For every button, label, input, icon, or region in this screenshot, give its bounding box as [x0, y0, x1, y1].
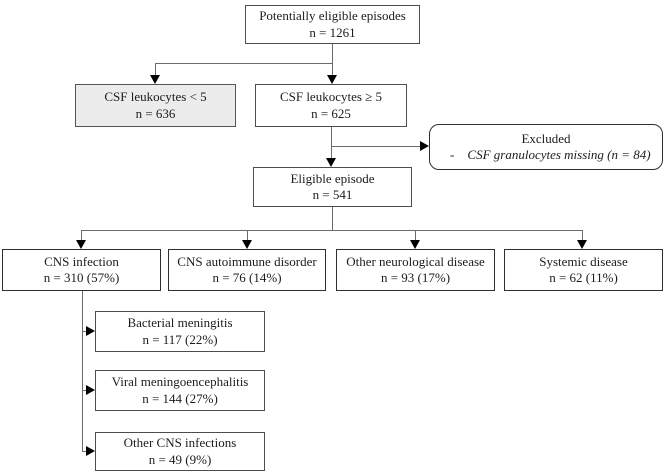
node-count: n = 310 (57%): [43, 270, 120, 285]
node-bacterial-meningitis: Bacterial meningitis n = 117 (22%): [95, 311, 265, 352]
connector-line: [415, 230, 416, 241]
connector-line: [331, 146, 420, 147]
arrowhead-down-icon: [326, 158, 336, 167]
node-count: n = 62 (11%): [549, 270, 618, 285]
arrowhead-right-icon: [86, 446, 95, 456]
bullet-dash: -: [450, 147, 455, 162]
arrowhead-down-icon: [327, 75, 337, 84]
node-count: n = 541: [312, 187, 353, 202]
node-count: n = 117 (22%): [142, 331, 218, 347]
node-label: Systemic disease: [539, 253, 628, 269]
arrowhead-down-icon: [577, 240, 587, 249]
node-label: Other neurological disease: [346, 253, 485, 269]
node-label: CNS infection: [44, 253, 119, 269]
excluded-item-row: - CSF granulocytes missing (n = 84): [430, 147, 662, 164]
node-count: n = 49 (9%): [148, 451, 212, 467]
connector-line: [155, 63, 333, 64]
arrowhead-down-icon: [410, 240, 420, 249]
node-count: n = 636: [135, 105, 176, 121]
arrowhead-right-icon: [420, 141, 429, 151]
connector-line: [582, 230, 583, 241]
node-eligible-episode: Eligible episode n = 541: [253, 167, 412, 207]
node-label: Other CNS infections: [123, 435, 237, 450]
connector-line: [81, 230, 582, 231]
arrowhead-down-icon: [150, 75, 160, 84]
connector-line: [332, 207, 333, 230]
node-potentially-eligible-episodes: Potentially eligible episodes n = 1261: [245, 5, 420, 44]
node-other-neurological-disease: Other neurological disease n = 93 (17%): [336, 249, 495, 291]
node-csf-leukocytes-lt5: CSF leukocytes < 5 n = 636: [75, 84, 236, 127]
connector-line: [82, 390, 87, 391]
node-cns-autoimmune-disorder: CNS autoimmune disorder n = 76 (14%): [168, 249, 326, 291]
node-label: Excluded: [521, 130, 571, 146]
node-count: n = 144 (27%): [142, 390, 218, 406]
connector-line: [331, 127, 332, 158]
connector-line: [81, 230, 82, 241]
connector-line: [332, 63, 333, 76]
node-label: Potentially eligible episodes: [259, 8, 406, 23]
node-excluded: Excluded - CSF granulocytes missing (n =…: [429, 124, 663, 170]
arrowhead-down-icon: [76, 240, 86, 249]
node-label: Bacterial meningitis: [127, 315, 233, 330]
node-label: Viral meningoencephalitis: [111, 374, 249, 389]
arrowhead-right-icon: [86, 326, 95, 336]
node-label: CNS autoimmune disorder: [177, 253, 317, 269]
excluded-reason: CSF granulocytes missing (n = 84): [467, 147, 651, 162]
node-count: n = 93 (17%): [380, 270, 451, 285]
connector-line: [155, 63, 156, 76]
connector-line: [82, 451, 87, 452]
arrowhead-down-icon: [242, 240, 252, 249]
connector-line: [82, 331, 87, 332]
node-count: n = 76 (14%): [212, 270, 282, 285]
connector-line: [82, 291, 83, 452]
connector-line: [332, 44, 333, 64]
arrowhead-right-icon: [86, 385, 95, 395]
node-viral-meningoencephalitis: Viral meningoencephalitis n = 144 (27%): [95, 370, 265, 411]
node-count: n = 625: [311, 105, 351, 121]
node-label: Eligible episode: [290, 170, 375, 186]
node-cns-infection: CNS infection n = 310 (57%): [2, 249, 161, 291]
node-csf-leukocytes-ge5: CSF leukocytes ≥ 5 n = 625: [255, 84, 407, 127]
node-systemic-disease: Systemic disease n = 62 (11%): [504, 249, 663, 291]
node-label: CSF leukocytes < 5: [104, 89, 207, 104]
node-other-cns-infections: Other CNS infections n = 49 (9%): [95, 432, 265, 471]
node-label: CSF leukocytes ≥ 5: [279, 89, 383, 104]
node-count: n = 1261: [309, 24, 356, 40]
connector-line: [247, 230, 248, 241]
